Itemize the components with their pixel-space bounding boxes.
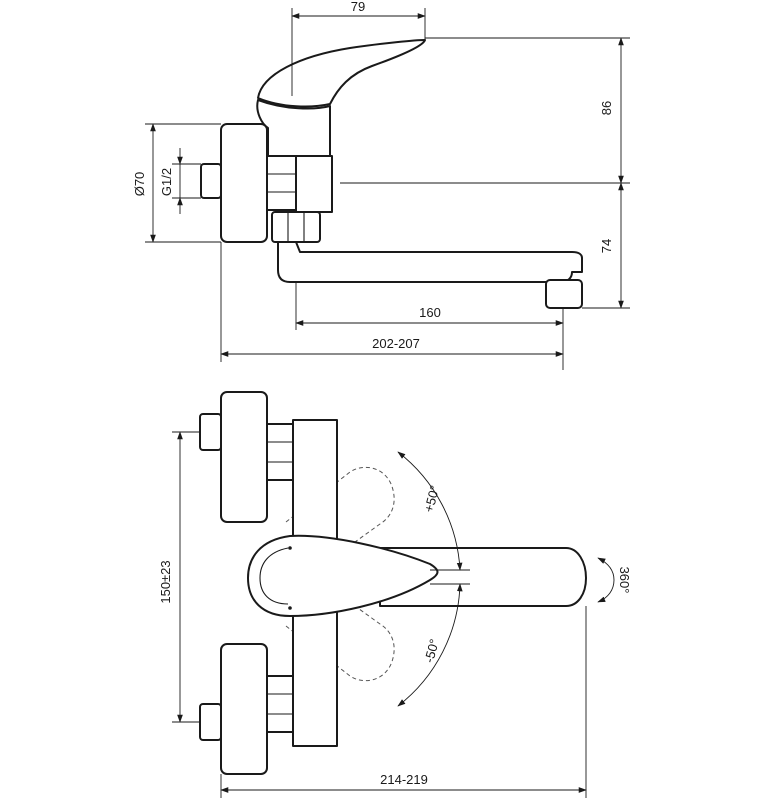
spout-rotation-arrow [597,557,615,603]
dim-inlet-spacing: 150±23 [158,560,173,603]
side-spout [277,241,583,283]
top-handle [247,534,439,617]
arc-plus50 [397,451,463,571]
dim-handle-height: 86 [599,101,614,115]
ghost-handle-minus50 [285,577,395,682]
top-upper-inlet-pipe [199,413,222,451]
top-lower-inlet-pipe [199,703,222,741]
dim-top-width: 79 [351,0,365,14]
side-handle-lever [257,39,426,108]
dim-overall-depth: 202-207 [372,336,420,351]
dim-spout-height: 74 [599,239,614,253]
label-rotation-plus: +50° [421,484,443,514]
dim-spout-reach: 160 [419,305,441,320]
dim-thread: G1/2 [159,168,174,196]
side-wall-flange [220,123,268,243]
top-upper-hex-nut [266,423,294,481]
side-inlet-pipe [200,163,222,199]
top-view: +50° -50° 360° 150±23 214-219 [158,391,632,798]
side-aerator [545,279,583,309]
arc-minus50 [397,583,463,707]
top-lower-hex-nut [266,675,294,733]
label-rotation-minus: -50° [421,637,442,664]
dim-flange-diameter: Ø70 [132,172,147,197]
side-view: 79 86 74 Ø70 G1/2 160 202-207 [132,0,630,370]
dim-overall-width: 214-219 [380,772,428,787]
side-hex-nut [266,155,297,211]
top-upper-flange [220,391,268,523]
side-mixer-body [295,155,333,213]
ghost-handle-plus50 [285,466,395,571]
side-cartridge-body [256,99,331,157]
top-lower-flange [220,643,268,775]
top-handle-inner [259,547,289,605]
label-spout-rotation: 360° [617,567,632,594]
side-spout-nut [271,211,321,243]
